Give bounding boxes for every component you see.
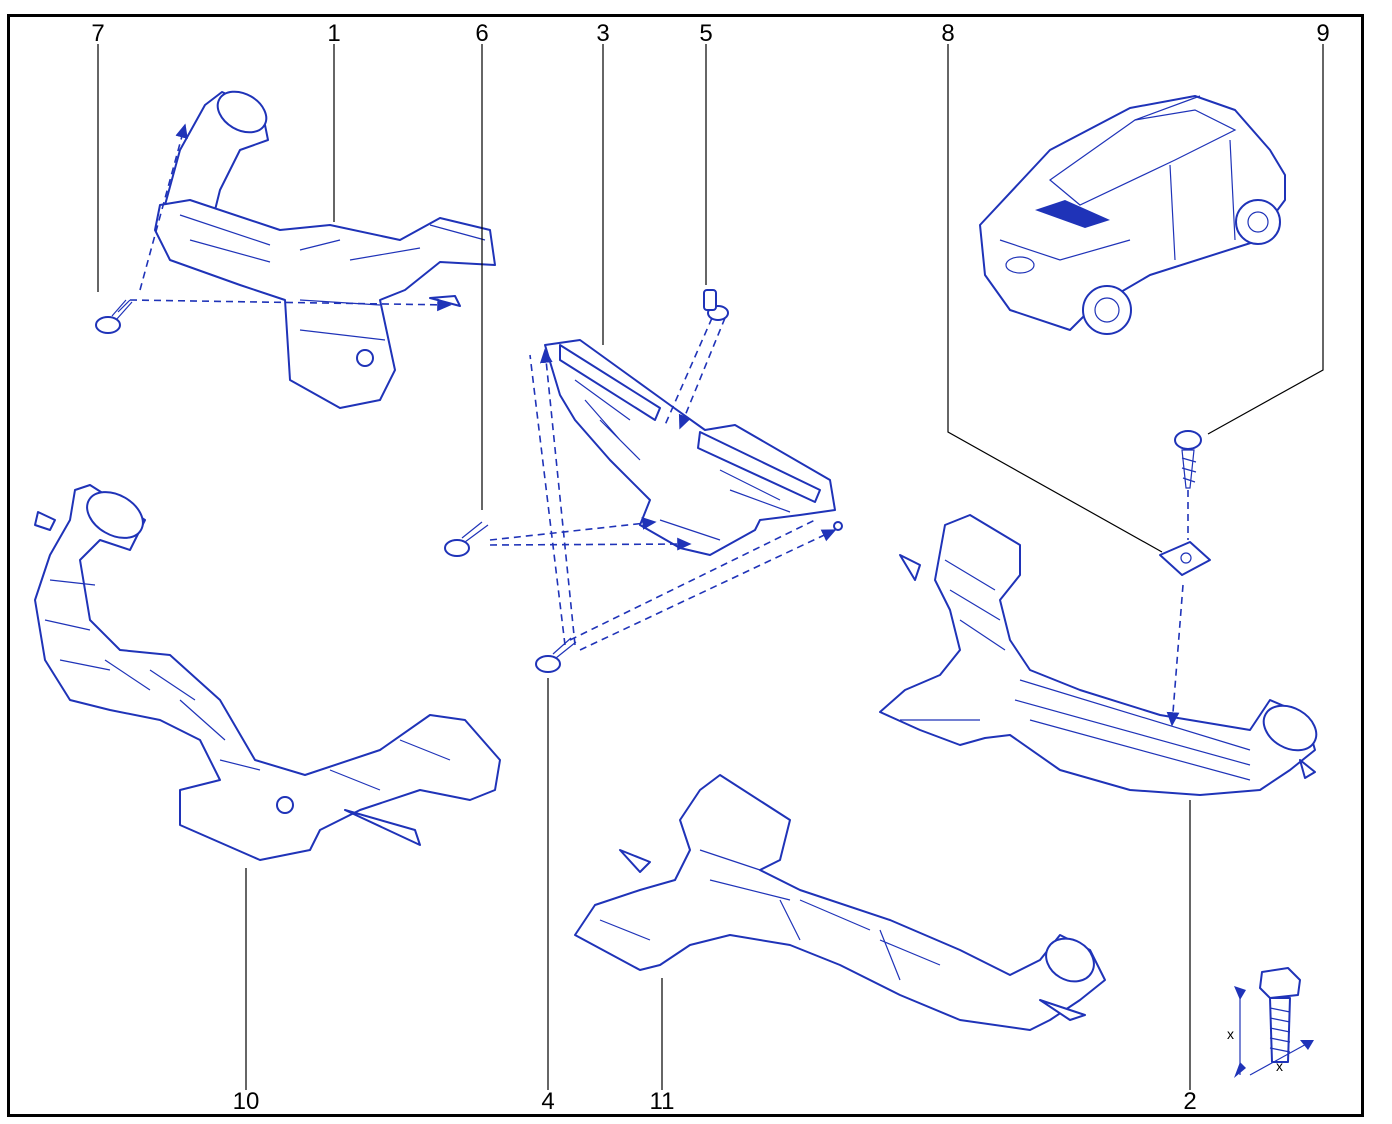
callout-1: 1: [327, 20, 341, 47]
air-duct-11: [574, 774, 1106, 1031]
assembly-lines: [129, 123, 1189, 727]
leader-lines: [97, 44, 1324, 1090]
callout-9: 9: [1316, 20, 1330, 47]
callout-7: 7: [91, 20, 105, 47]
torque-symbol: [1234, 967, 1314, 1078]
screw-4: [535, 637, 577, 673]
clip-5: [703, 289, 729, 321]
diagram-frame: [7, 14, 1364, 1117]
air-duct-10: [34, 484, 501, 861]
callout-4: 4: [541, 1088, 555, 1115]
screw-9: [1174, 430, 1202, 489]
callout-2: 2: [1183, 1088, 1197, 1115]
callout-8: 8: [941, 20, 955, 47]
torque-x-label-vertical: x: [1227, 1026, 1234, 1042]
air-duct-2: [879, 514, 1318, 796]
callout-11: 11: [649, 1088, 675, 1115]
callout-6: 6: [475, 20, 489, 47]
vehicle-location-illustration: [979, 95, 1286, 335]
callout-3: 3: [596, 20, 610, 47]
callout-10: 10: [232, 1088, 260, 1115]
screw-6: [444, 521, 489, 557]
air-duct-1: [154, 90, 496, 409]
center-vent-3: [544, 339, 843, 556]
callout-5: 5: [699, 20, 713, 47]
screw-7: [95, 299, 133, 334]
torque-x-label-horizontal: x: [1276, 1058, 1283, 1074]
nut-clip-8: [1159, 541, 1211, 576]
